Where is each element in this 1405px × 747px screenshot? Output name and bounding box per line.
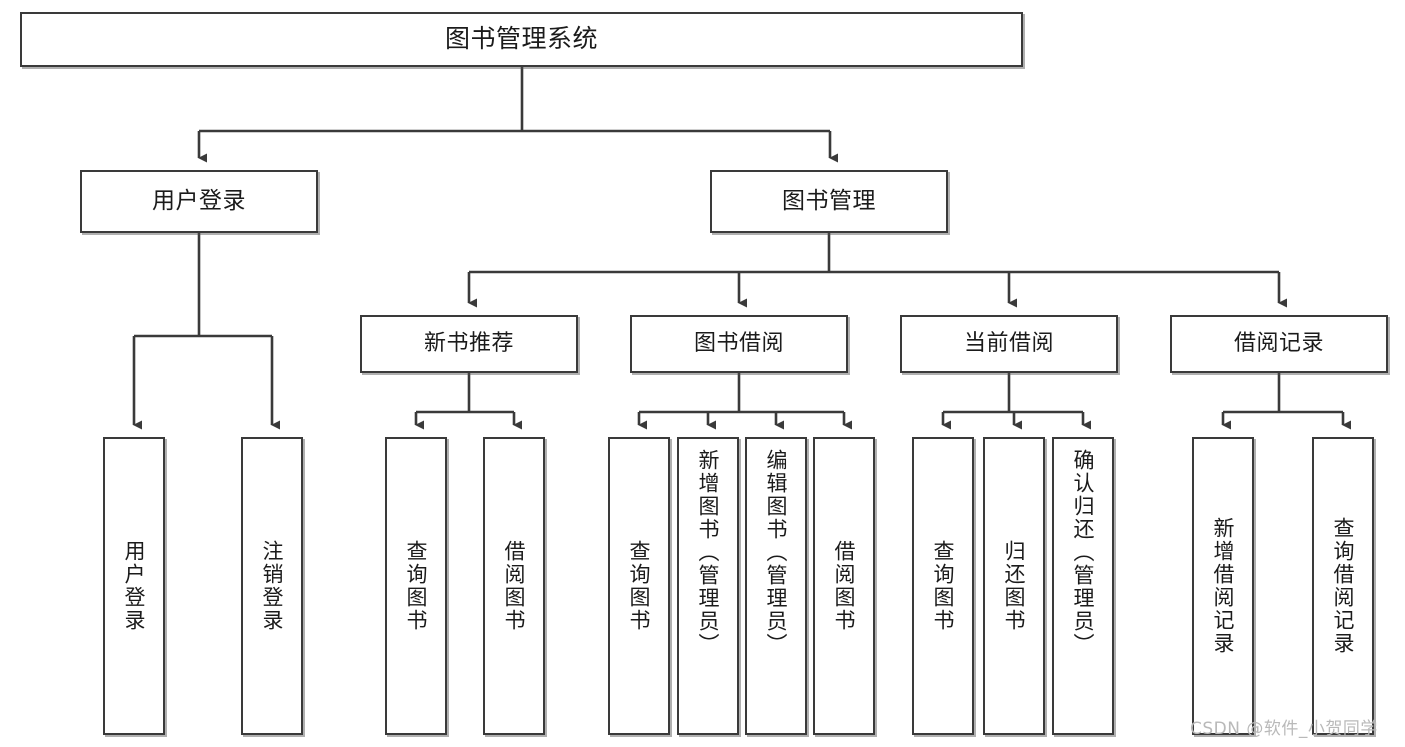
node-book-manage[interactable]: 图书管理 xyxy=(710,170,948,233)
edge-group-user-login xyxy=(132,233,280,430)
node-leaf-add-book[interactable]: 新增图书（管理员） xyxy=(677,437,739,735)
node-book-borrow-label: 图书借阅 xyxy=(693,330,784,356)
node-leaf-add-book-label: 新增图书（管理员） xyxy=(696,449,721,656)
node-leaf-add-record[interactable]: 新增借阅记录 xyxy=(1192,437,1254,735)
node-book-borrow[interactable]: 图书借阅 xyxy=(630,315,848,373)
node-current-borrow[interactable]: 当前借阅 xyxy=(900,315,1118,373)
node-root[interactable]: 图书管理系统 xyxy=(20,12,1023,67)
edge-group-book-manage xyxy=(467,233,1287,308)
node-leaf-user-logout-label: 注销登录 xyxy=(260,540,285,632)
node-leaf-edit-book[interactable]: 编辑图书（管理员） xyxy=(745,437,807,735)
node-root-label: 图书管理系统 xyxy=(444,24,598,54)
node-leaf-edit-book-label: 编辑图书（管理员） xyxy=(764,449,789,656)
node-leaf-borrow-book-new[interactable]: 借阅图书 xyxy=(483,437,545,735)
node-leaf-query-book-current-label: 查询图书 xyxy=(931,540,956,632)
node-leaf-query-record[interactable]: 查询借阅记录 xyxy=(1312,437,1374,735)
edge-group-new-book-recommend xyxy=(414,373,522,430)
node-leaf-query-record-label: 查询借阅记录 xyxy=(1331,517,1356,655)
node-leaf-query-book-new-label: 查询图书 xyxy=(404,540,429,632)
edge-group-borrow-record xyxy=(1221,373,1351,430)
csdn-watermark: CSDN @软件_小贺同学 xyxy=(1190,719,1378,739)
node-leaf-return-book[interactable]: 归还图书 xyxy=(983,437,1045,735)
node-leaf-confirm-return[interactable]: 确认归还（管理员） xyxy=(1052,437,1114,735)
node-leaf-user-login-label: 用户登录 xyxy=(122,540,147,632)
node-leaf-borrow-book[interactable]: 借阅图书 xyxy=(813,437,875,735)
node-leaf-query-book-current[interactable]: 查询图书 xyxy=(912,437,974,735)
node-user-login[interactable]: 用户登录 xyxy=(80,170,318,233)
node-leaf-add-record-label: 新增借阅记录 xyxy=(1211,517,1236,655)
node-leaf-borrow-book-new-label: 借阅图书 xyxy=(502,540,527,632)
edge-group-book-borrow xyxy=(637,373,852,430)
node-leaf-query-book-borrow-label: 查询图书 xyxy=(627,540,652,632)
node-current-borrow-label: 当前借阅 xyxy=(963,330,1054,356)
node-leaf-user-logout[interactable]: 注销登录 xyxy=(241,437,303,735)
edge-group-root xyxy=(197,67,838,163)
node-leaf-query-book-borrow[interactable]: 查询图书 xyxy=(608,437,670,735)
node-new-book-recommend[interactable]: 新书推荐 xyxy=(360,315,578,373)
node-leaf-return-book-label: 归还图书 xyxy=(1002,540,1027,632)
node-leaf-user-login[interactable]: 用户登录 xyxy=(103,437,165,735)
edge-group-current-borrow xyxy=(941,373,1091,430)
node-borrow-record-label: 借阅记录 xyxy=(1233,330,1324,356)
node-borrow-record[interactable]: 借阅记录 xyxy=(1170,315,1388,373)
node-user-login-label: 用户登录 xyxy=(152,188,246,215)
node-leaf-confirm-return-label: 确认归还（管理员） xyxy=(1071,449,1096,656)
node-leaf-borrow-book-label: 借阅图书 xyxy=(832,540,857,632)
node-new-book-recommend-label: 新书推荐 xyxy=(423,330,514,356)
node-leaf-query-book-new[interactable]: 查询图书 xyxy=(385,437,447,735)
node-book-manage-label: 图书管理 xyxy=(782,188,876,215)
